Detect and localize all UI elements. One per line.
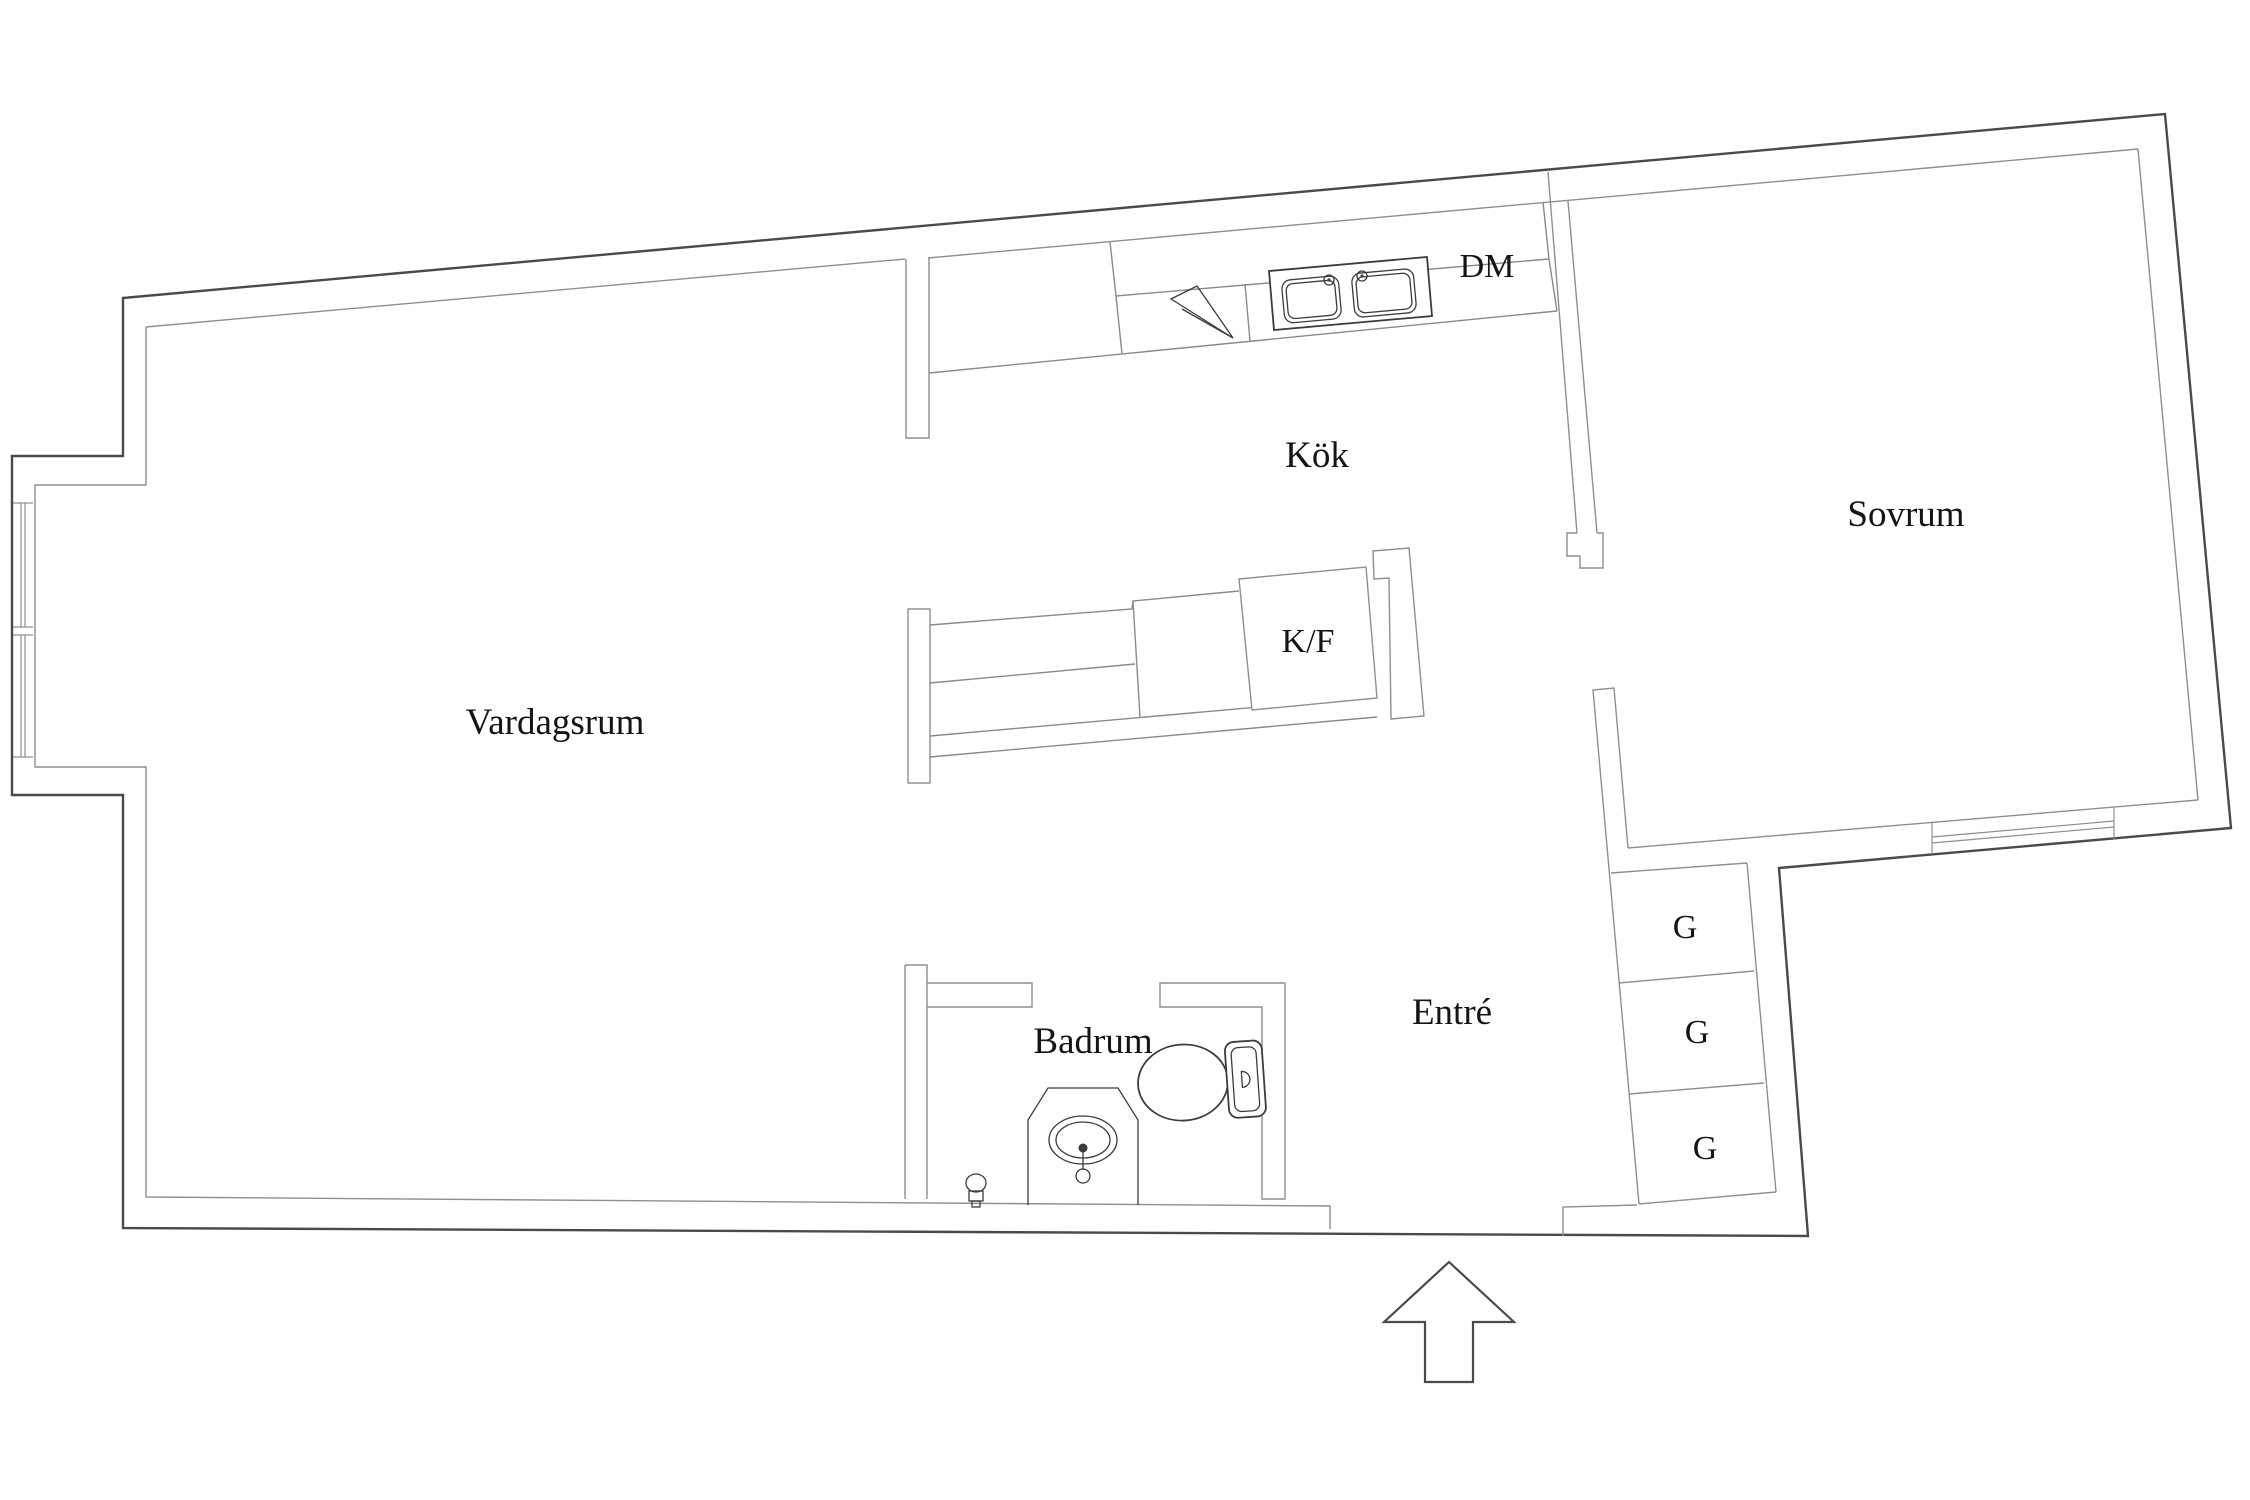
fridge-freezer-box: [1238, 566, 1378, 711]
bay-window-icon: [13, 502, 33, 758]
drainer-icon: [1169, 285, 1234, 339]
exterior-walls: [10, 112, 2233, 1238]
wall-stub: [1372, 547, 1425, 720]
wardrobe-closets: [1610, 862, 1777, 1205]
appliance-label-dishwasher: DM: [1460, 248, 1515, 285]
labels: Vardagsrum Kök Sovrum Badrum Entré DM K/…: [466, 248, 1965, 1167]
wardrobe-label-1: G: [1673, 909, 1698, 946]
room-label-vardagsrum: Vardagsrum: [466, 702, 645, 743]
room-label-entre: Entré: [1412, 992, 1492, 1033]
partition-sovrum: [1547, 171, 1604, 569]
room-label-kok: Kök: [1285, 435, 1349, 476]
badrum-walls: [904, 964, 1286, 1200]
wardrobe-label-3: G: [1693, 1130, 1718, 1167]
room-label-badrum: Badrum: [1033, 1021, 1152, 1062]
interior-wall-lines: [34, 148, 2199, 1236]
appliance-label-fridge-freezer: K/F: [1282, 623, 1335, 660]
entry-arrow-icon: [1381, 1260, 1517, 1384]
shower-tap-icon: [965, 1173, 987, 1208]
kitchen-island: [907, 547, 1425, 784]
kitchen-sink-icon: [1268, 256, 1433, 331]
kitchen-counter: [928, 201, 1558, 374]
window-icon: [1931, 807, 2115, 854]
room-label-sovrum: Sovrum: [1847, 494, 1964, 535]
toilet-icon: [1137, 1039, 1267, 1122]
partition-vardagsrum-kok: [905, 258, 930, 439]
wardrobe-label-2: G: [1685, 1014, 1710, 1051]
washbasin-icon: [1027, 1087, 1139, 1205]
